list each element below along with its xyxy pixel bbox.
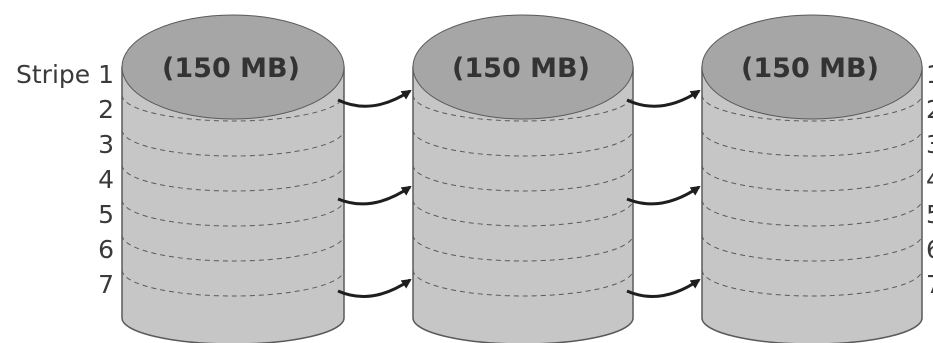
- left-stripe-labels: Stripe 1 2 3 4 5 6 7: [16, 60, 114, 299]
- left-label-5: 5: [98, 200, 114, 229]
- left-label-3: 3: [98, 130, 114, 159]
- right-label-6: 6: [926, 235, 933, 264]
- left-label-4: 4: [98, 165, 114, 194]
- arrow-disk1-disk2-stripe-1: [337, 89, 412, 108]
- right-label-3: 3: [926, 130, 933, 159]
- disk-3: (150 MB): [701, 14, 923, 343]
- arrow-disk2-disk3-stripe-1: [626, 89, 701, 108]
- right-label-2: 2: [926, 95, 933, 124]
- left-label-7: 7: [98, 270, 114, 299]
- left-label-2: 2: [98, 95, 114, 124]
- arrow-disk2-disk3-stripe-4: [626, 185, 701, 206]
- disk-2: (150 MB): [412, 14, 634, 343]
- arrow-disk1-disk2-stripe-4: [337, 185, 412, 206]
- right-stripe-labels: 1 2 3 4 5 6 7: [926, 60, 933, 299]
- disk-2-capacity: (150 MB): [452, 53, 590, 84]
- right-label-5: 5: [926, 200, 933, 229]
- disk-3-capacity: (150 MB): [741, 53, 879, 84]
- arrow-disk1-disk2-stripe-7: [337, 278, 412, 298]
- right-label-1: 1: [926, 60, 933, 89]
- right-label-7: 7: [926, 270, 933, 299]
- arrow-disk2-disk3-stripe-7: [626, 278, 701, 298]
- right-label-4: 4: [926, 165, 933, 194]
- left-label-6: 6: [98, 235, 114, 264]
- stripe-arrows: [337, 89, 701, 298]
- left-label-1: Stripe 1: [16, 60, 114, 89]
- disk-1-capacity: (150 MB): [162, 53, 300, 84]
- disk-1: (150 MB): [121, 14, 345, 343]
